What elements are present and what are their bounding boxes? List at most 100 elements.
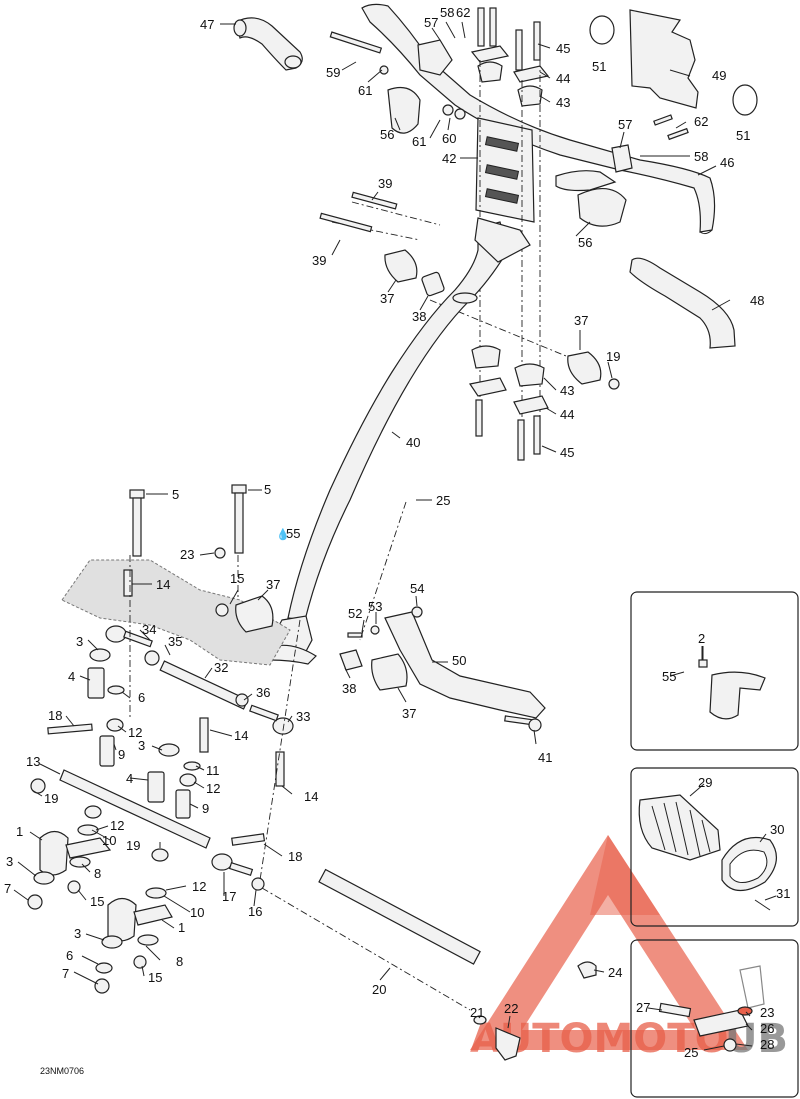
callout-39: 39 [378, 176, 392, 191]
oil-drop-icon: 💧 [276, 528, 290, 541]
callout-8: 8 [94, 866, 101, 881]
callout-38: 38 [412, 309, 426, 324]
callout-54: 54 [410, 581, 424, 596]
callout-1: 1 [178, 920, 185, 935]
inset-1 [630, 591, 799, 751]
callout-57: 57 [618, 117, 632, 132]
callout-43: 43 [556, 95, 570, 110]
callout-58: 58 [694, 149, 708, 164]
callout-2: 2 [698, 631, 705, 646]
arm-50 [384, 611, 546, 719]
callout-15: 15 [230, 571, 244, 586]
callout-36: 36 [256, 685, 270, 700]
callout-17: 17 [222, 889, 236, 904]
inset-box-3 [630, 939, 799, 1098]
bushing-37a [384, 249, 418, 283]
callout-13: 13 [26, 754, 40, 769]
callout-22: 22 [504, 1001, 518, 1016]
watermark-triangle [470, 835, 748, 1050]
callout-25: 25 [684, 1045, 698, 1060]
callout-19: 19 [126, 838, 140, 853]
callout-5: 5 [264, 482, 271, 497]
callout-62: 62 [694, 114, 708, 129]
callout-19: 19 [44, 791, 58, 806]
callout-7: 7 [4, 881, 11, 896]
callout-33: 33 [296, 709, 310, 724]
bushing-37c [235, 595, 274, 633]
o-ring-51b [732, 84, 758, 116]
callout-52: 52 [348, 606, 362, 621]
grip-48 [629, 257, 736, 349]
callout-57: 57 [424, 15, 438, 30]
callout-14: 14 [156, 577, 170, 592]
grip-47 [235, 17, 303, 71]
frame [61, 559, 291, 666]
callout-61: 61 [358, 83, 372, 98]
callout-3: 3 [6, 854, 13, 869]
callout-19: 19 [606, 349, 620, 364]
callout-60: 60 [442, 131, 456, 146]
boot-29 [638, 794, 721, 861]
callout-39: 39 [312, 253, 326, 268]
callout-41: 41 [538, 750, 552, 765]
callout-7: 7 [62, 966, 69, 981]
steering-column [267, 191, 620, 665]
callout-35: 35 [168, 634, 182, 649]
callout-42: 42 [442, 151, 456, 166]
callout-31: 31 [776, 886, 790, 901]
lower-linkage [27, 484, 546, 1061]
callout-58: 58 [440, 5, 454, 20]
callout-29: 29 [698, 775, 712, 790]
callout-11: 11 [206, 763, 220, 778]
callout-30: 30 [770, 822, 784, 837]
callout-12: 12 [206, 781, 220, 796]
inset-box-1 [630, 591, 799, 751]
callout-46: 46 [720, 155, 734, 170]
callout-12: 12 [110, 818, 124, 833]
tie-rod-20 [318, 868, 481, 965]
callout-8: 8 [176, 954, 183, 969]
callout-37: 37 [266, 577, 280, 592]
callout-37: 37 [402, 706, 416, 721]
handguard-56b [577, 188, 627, 227]
callout-9: 9 [118, 747, 125, 762]
callout-26: 26 [760, 1021, 774, 1036]
pitman-arm-1a [39, 830, 69, 876]
callout-5: 5 [172, 487, 179, 502]
callout-14: 14 [234, 728, 248, 743]
callout-55: 55 [662, 669, 676, 684]
callout-53: 53 [368, 599, 382, 614]
callout-56: 56 [380, 127, 394, 142]
callout-43: 43 [560, 383, 574, 398]
callout-10: 10 [190, 905, 204, 920]
callout-6: 6 [66, 948, 73, 963]
callout-51: 51 [736, 128, 750, 143]
callout-1: 1 [16, 824, 23, 839]
callout-25: 25 [436, 493, 450, 508]
callout-18: 18 [48, 708, 62, 723]
callout-44: 44 [560, 407, 574, 422]
callout-37: 37 [574, 313, 588, 328]
callout-14: 14 [304, 789, 318, 804]
callout-40: 40 [406, 435, 420, 450]
callout-48: 48 [750, 293, 764, 308]
callout-44: 44 [556, 71, 570, 86]
callout-4: 4 [126, 771, 133, 786]
callout-12: 12 [192, 879, 206, 894]
callout-15: 15 [148, 970, 162, 985]
callout-3: 3 [138, 738, 145, 753]
callout-4: 4 [68, 669, 75, 684]
callout-47: 47 [200, 17, 214, 32]
callout-24: 24 [608, 965, 622, 980]
callout-15: 15 [90, 894, 104, 909]
callout-45: 45 [556, 41, 570, 56]
callout-3: 3 [74, 926, 81, 941]
callout-37: 37 [380, 291, 394, 306]
callout-61: 61 [412, 134, 426, 149]
callout-16: 16 [248, 904, 262, 919]
bushing-37d [371, 653, 408, 691]
bar-13 [59, 769, 211, 849]
callout-20: 20 [372, 982, 386, 997]
callout-10: 10 [102, 833, 116, 848]
